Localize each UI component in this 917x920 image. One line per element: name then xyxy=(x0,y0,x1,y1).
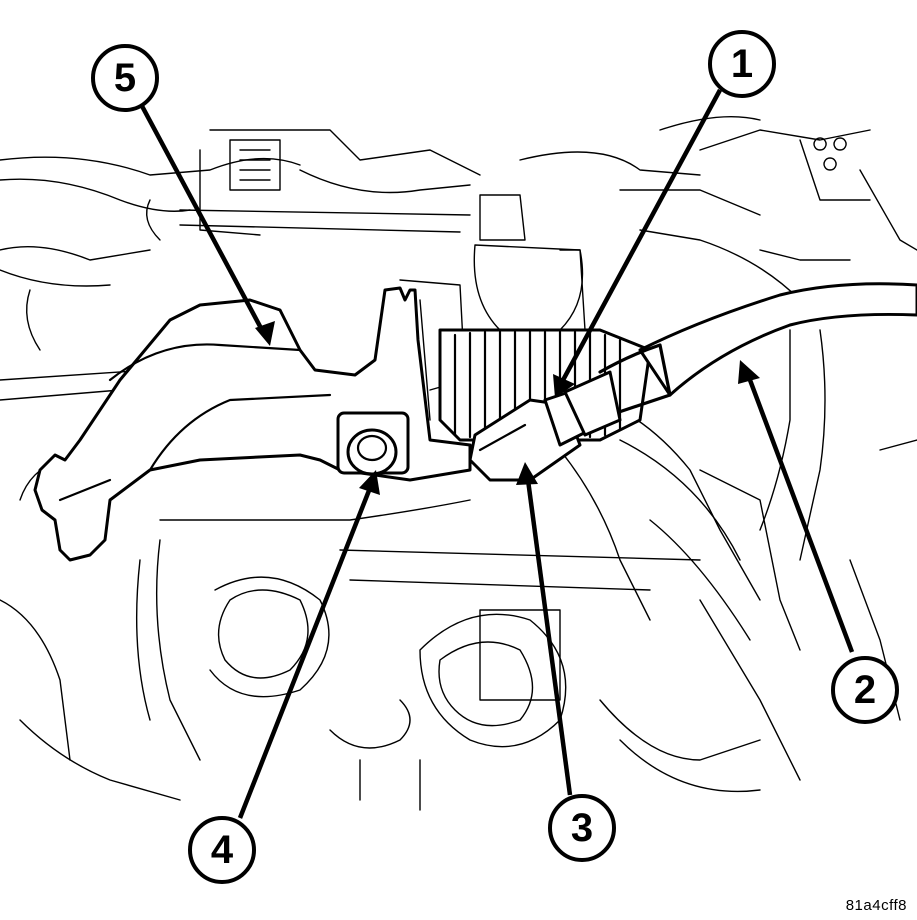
arrowhead-4 xyxy=(359,470,380,495)
callout-5: 5 xyxy=(91,44,159,112)
callout-3-label: 3 xyxy=(571,806,593,850)
callout-2: 2 xyxy=(831,656,899,724)
leader-4 xyxy=(237,487,373,819)
leader-2 xyxy=(747,379,855,653)
arrowhead-1 xyxy=(553,374,575,398)
leader-1 xyxy=(560,88,722,384)
arrowhead-2 xyxy=(738,360,760,384)
leader-5 xyxy=(140,104,264,332)
callout-5-label: 5 xyxy=(114,56,136,100)
part-4-fastener xyxy=(336,411,410,476)
callout-1-label: 1 xyxy=(731,42,753,86)
callout-1: 1 xyxy=(708,30,776,98)
arrowhead-5 xyxy=(255,321,275,346)
leader-lines xyxy=(140,88,855,819)
leader-3 xyxy=(525,479,573,796)
part-3-connector xyxy=(468,370,622,482)
callout-4-label: 4 xyxy=(211,828,234,872)
figure-id: 81a4cff8 xyxy=(845,897,907,914)
callout-3: 3 xyxy=(548,794,616,862)
callout-2-label: 2 xyxy=(854,668,876,712)
callout-4: 4 xyxy=(188,816,256,884)
arrowhead-3 xyxy=(516,462,538,485)
part-2-hose xyxy=(598,282,917,417)
part-5-bracket xyxy=(33,286,472,562)
